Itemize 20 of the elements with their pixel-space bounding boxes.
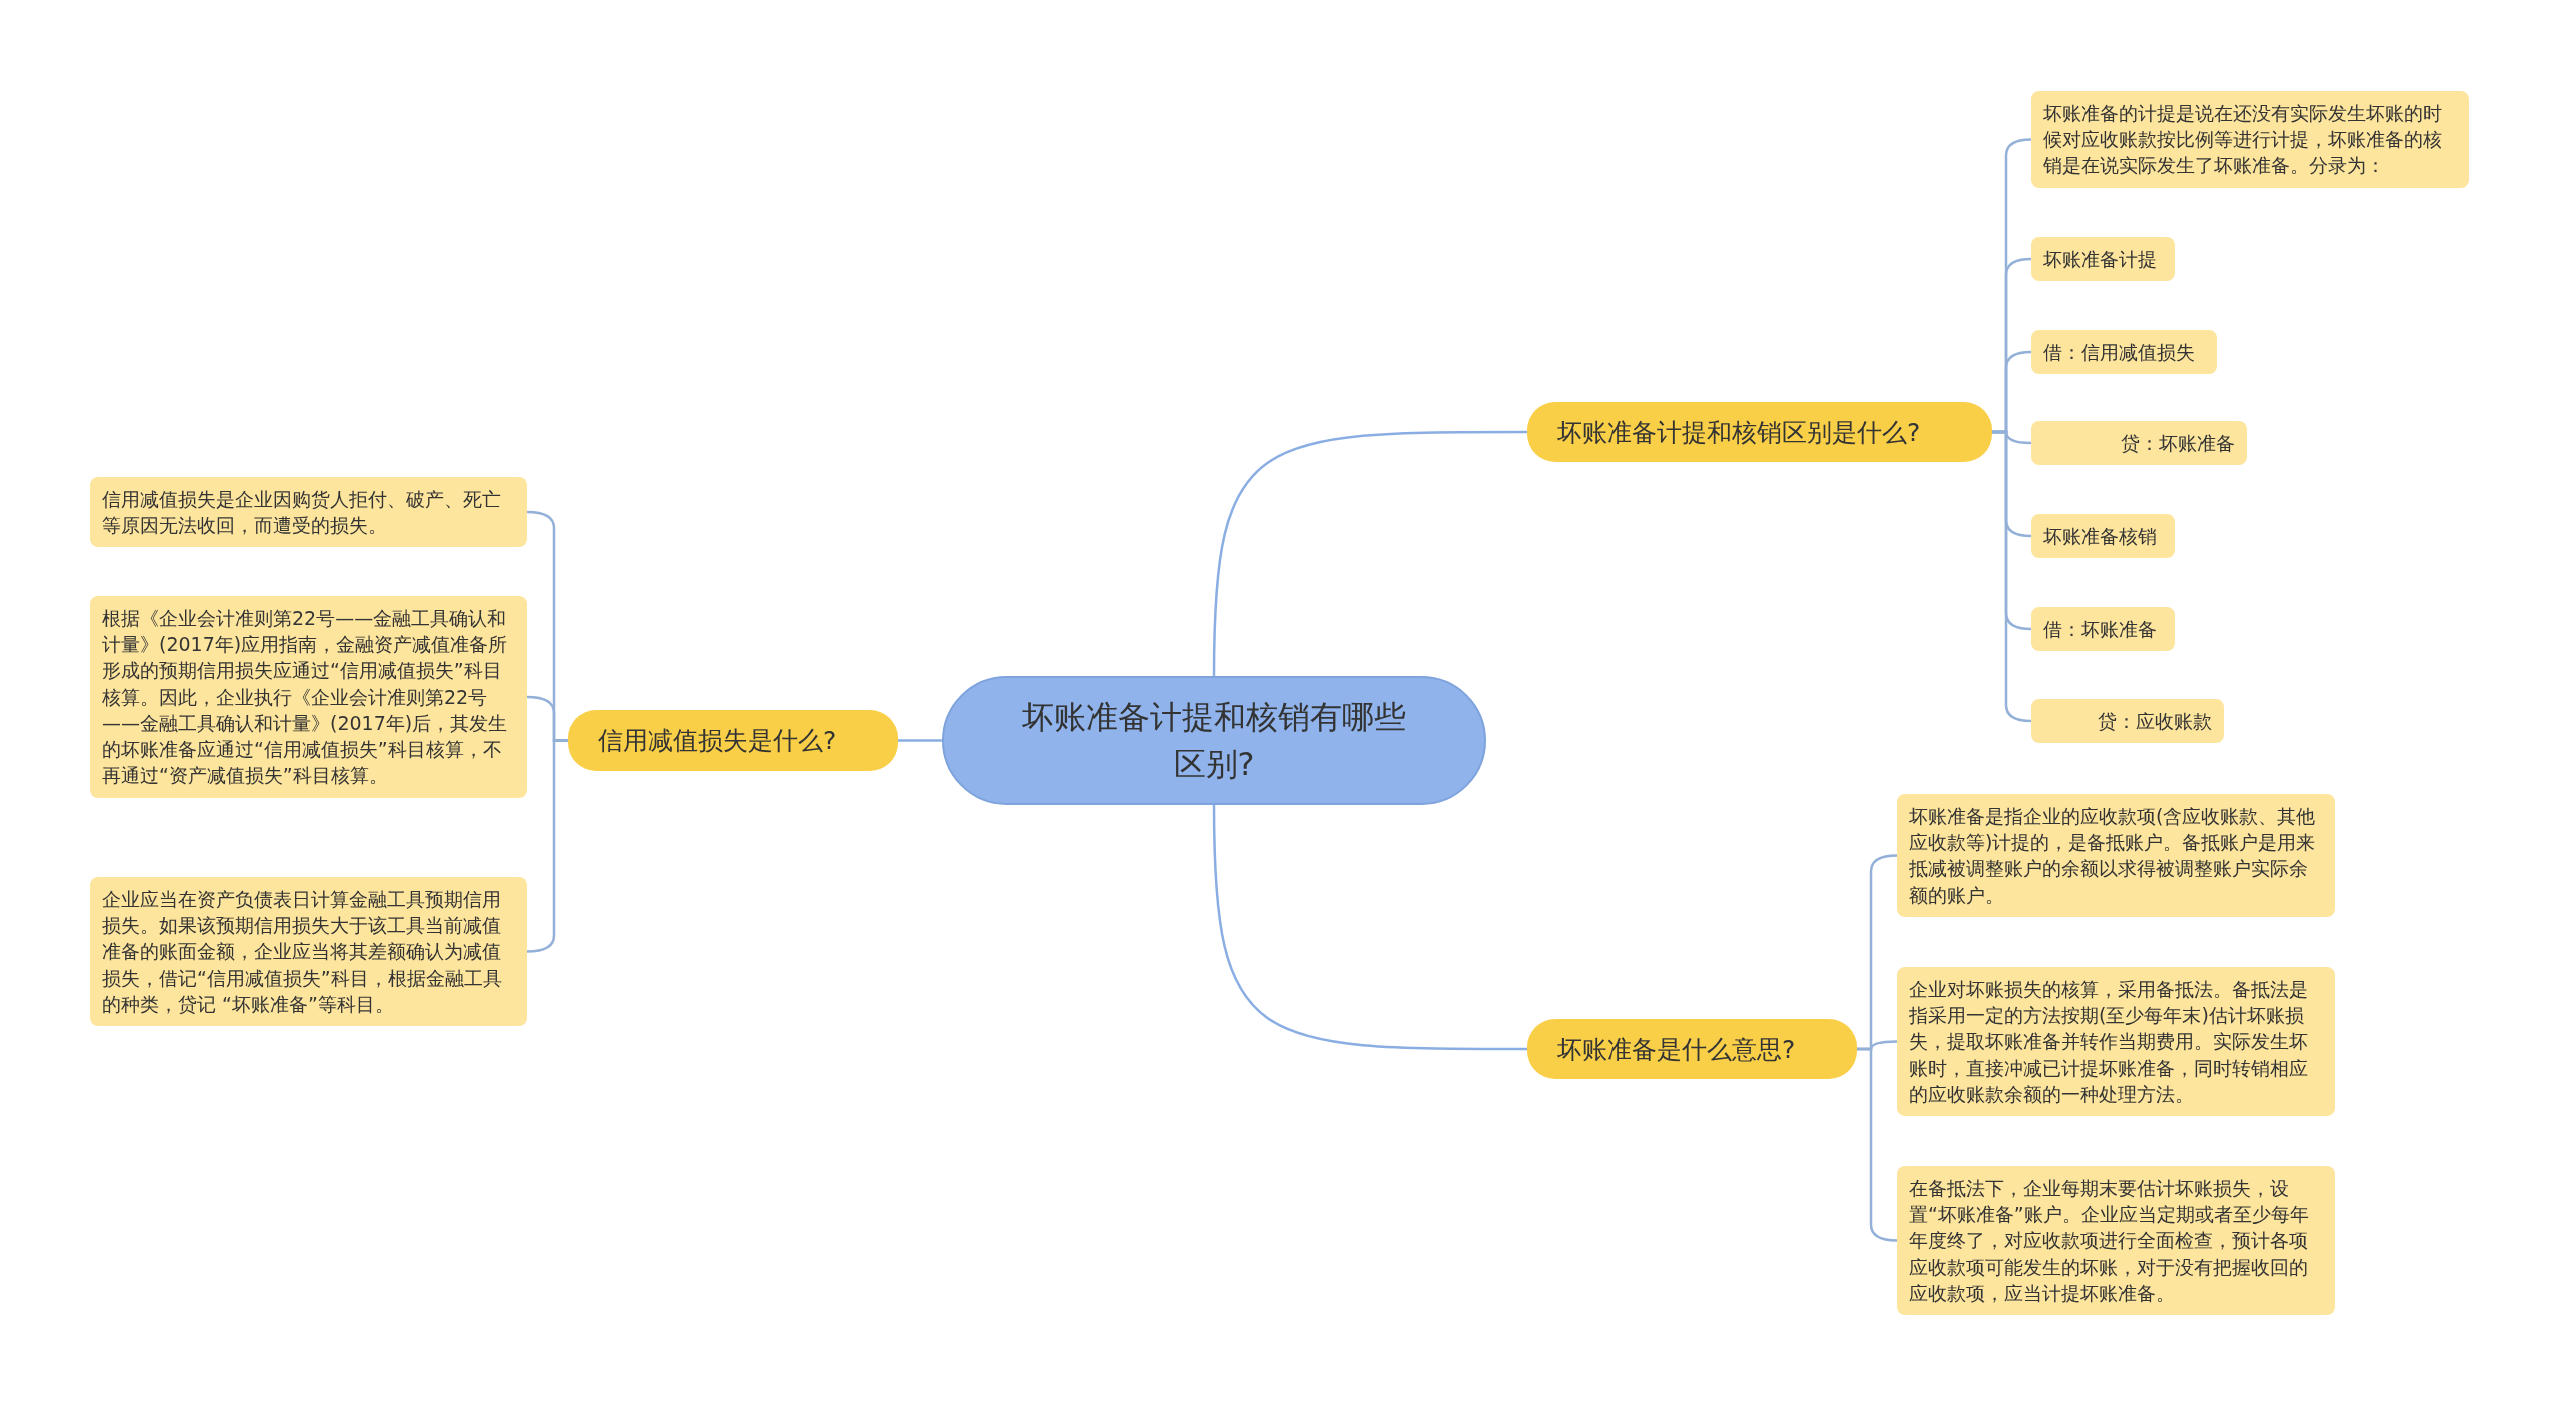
- connector-line: [1212, 430, 1527, 677]
- note-box: 在备抵法下，企业每期末要估计坏账损失，设置“坏账准备”账户。企业应当定期或者至少每年年度终了，对应收款项进行全面检查，预计各项应收款项可能发生的坏账，对于没有把握收回的应收款项，应当计提坏账准备。: [1897, 1166, 2335, 1316]
- note-box: 信用减值损失是企业因购货人拒付、破产、死亡等原因无法收回，而遭受的损失。: [90, 477, 527, 548]
- connector-line: [898, 739, 942, 742]
- note-box: 贷：应收账款: [2031, 699, 2224, 744]
- note-box: 根据《企业会计准则第22号——金融工具确认和计量》(2017年)应用指南，金融资产减值准备所形成的预期信用损失应通过“信用减值损失”科目核算。因此，企业执行《企业会计准则第22号——金融工具确认和计量》(2017年)后，其发生的坏账准备应通过“信用减值损失”科目核算，不再通过“资产减值损失”科目核算。: [90, 596, 527, 798]
- note-box: 坏账准备计提: [2031, 237, 2175, 282]
- note-box: 企业应当在资产负债表日计算金融工具预期信用损失。如果该预期信用损失大于该工具当前减值准备的账面金额，企业应当将其差额确认为减值损失，借记“信用减值损失”科目，根据金融工具的种类，贷记 “坏账准备”等科目。: [90, 877, 527, 1027]
- note-box: 坏账准备是指企业的应收款项(含应收账款、其他应收款等)计提的，是备抵账户。备抵账户是用来抵减被调整账户的余额以求得被调整账户实际余额的账户。: [1897, 794, 2335, 917]
- note-box: 企业对坏账损失的核算，采用备抵法。备抵法是指采用一定的方法按期(至少每年末)估计坏账损失，提取坏账准备并转作当期费用。实际发生坏账时，直接冲减已计提坏账准备，同时转销相应的应收账款余额的一种处理方法。: [1897, 967, 2335, 1117]
- note-box: 借：信用减值损失: [2031, 330, 2217, 375]
- topic-pill: 信用减值损失是什么?: [568, 710, 898, 771]
- connector-line: [1212, 804, 1527, 1051]
- note-box: 贷：坏账准备: [2031, 421, 2247, 466]
- topic-pill: 坏账准备计提和核销区别是什么?: [1527, 402, 1992, 462]
- note-box: 坏账准备的计提是说在还没有实际发生坏账的时候对应收账款按比例等进行计提，坏账准备的核销是在说实际发生了坏账准备。分录为：: [2031, 91, 2469, 188]
- note-box: 坏账准备核销: [2031, 514, 2175, 559]
- topic-pill: 坏账准备是什么意思?: [1527, 1019, 1857, 1079]
- note-box: 借：坏账准备: [2031, 607, 2175, 652]
- central-topic: 坏账准备计提和核销有哪些区别?: [942, 676, 1486, 805]
